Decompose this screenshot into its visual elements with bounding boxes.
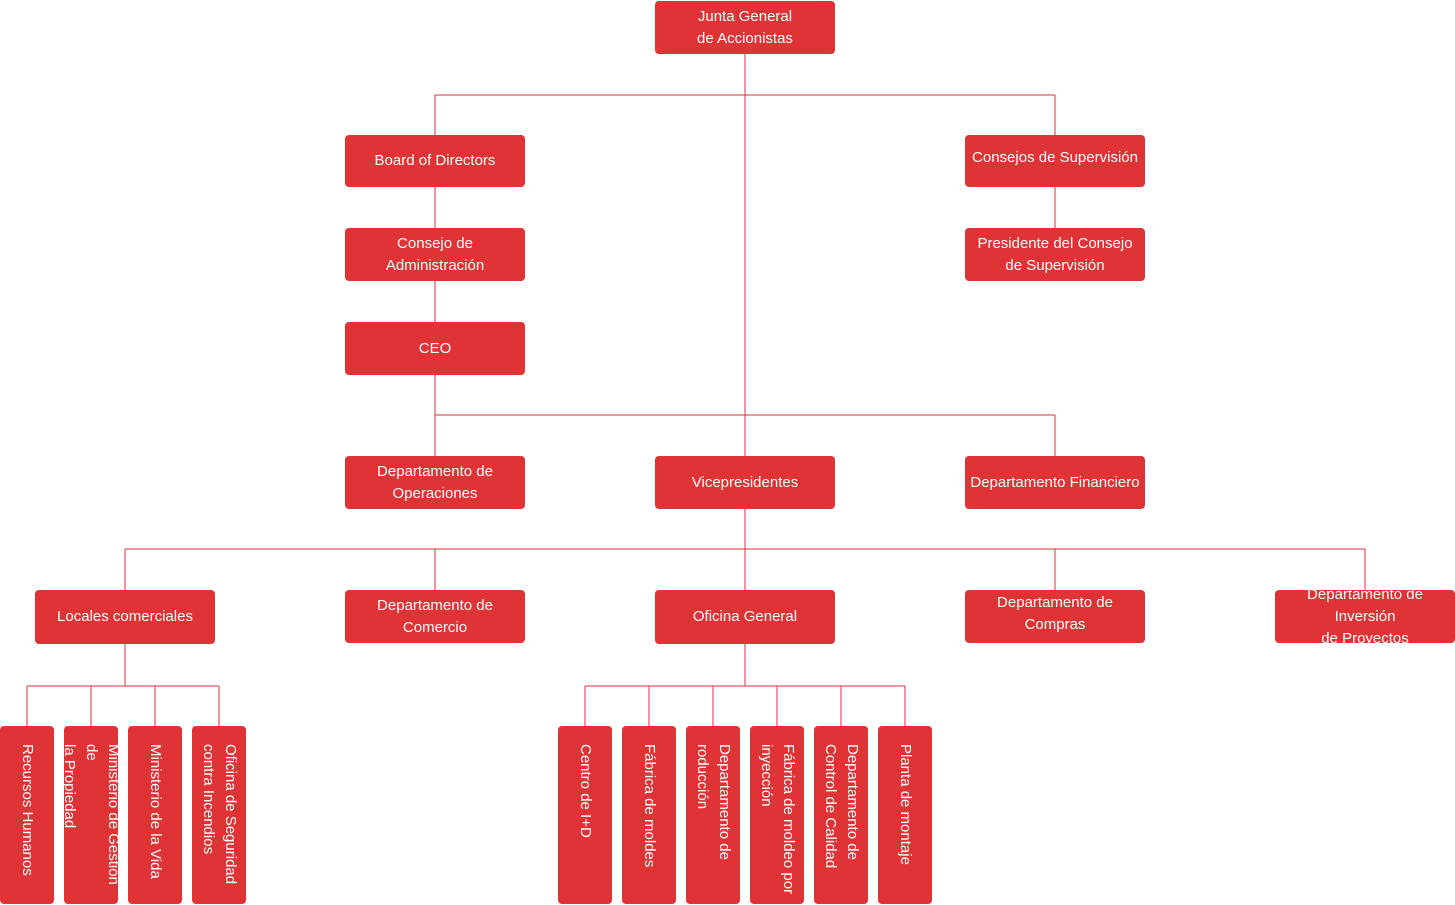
node-ministerio-gestion-propiedad: Ministerio de Gestión de la Propiedad <box>61 726 122 904</box>
node-label: Ministerio de Gestión de la Propiedad <box>61 744 122 885</box>
node-oficina-seguridad-incendios: Oficina de Seguridad contra Incendios <box>192 726 246 904</box>
node-consejo-administracion: Consejo de Administración <box>345 228 525 281</box>
node-label: Departamento Financiero <box>970 473 1140 491</box>
node-label: Consejo de Administración <box>385 234 485 274</box>
node-label: Recursos Humanos <box>19 744 36 876</box>
node-vicepresidentes: Vicepresidentes <box>655 456 835 509</box>
node-label: Board of Directors <box>374 152 496 169</box>
node-departamento-control-calidad: Departamento de Control de Calidad <box>814 726 868 904</box>
node-departamento-inversion: Departamento de Inversión de Proyectos <box>1275 586 1455 647</box>
node-presidente-consejo-supervision: Presidente del Consejo de Supervisión <box>965 228 1145 281</box>
node-label: Oficina de Seguridad contra Incendios <box>200 744 239 885</box>
node-departamento-operaciones: Departamento de Operaciones <box>345 456 525 509</box>
node-planta-montaje: Planta de montaje <box>878 726 932 904</box>
node-departamento-comercio: Departamento de Comercio <box>345 590 525 643</box>
node-centro-id: Centro de I+D <box>558 726 612 904</box>
node-label: Departamento de Compras <box>997 593 1113 633</box>
node-label: Departamento de roducción <box>694 744 733 860</box>
node-label: Departamento de Comercio <box>377 596 493 636</box>
node-fabrica-moldeo-inyeccion: Fábrica de moldeo por inyección <box>750 726 804 904</box>
node-label: Departamento de Control de Calidad <box>822 744 861 869</box>
node-label: Planta de montaje <box>897 744 914 865</box>
node-label: Departamento de Operaciones <box>377 462 493 502</box>
node-ministerio-vida: Ministerio de la Vida <box>128 726 182 904</box>
node-oficina-general: Oficina General <box>655 590 835 644</box>
node-departamento-produccion: Departamento de roducción <box>686 726 740 904</box>
node-label: Departamento de Inversión de Proyectos <box>1307 585 1423 647</box>
node-label: Centro de I+D <box>577 744 594 838</box>
node-junta-general: Junta General de Accionistas <box>655 1 835 54</box>
node-recursos-humanos: Recursos Humanos <box>0 726 54 904</box>
node-departamento-financiero: Departamento Financiero <box>965 456 1145 509</box>
node-departamento-compras: Departamento de Compras <box>965 590 1145 643</box>
node-label: Fábrica de moldes <box>641 744 658 868</box>
node-board-of-directors: Board of Directors <box>345 135 525 187</box>
node-label: Ministerio de la Vida <box>147 744 164 879</box>
node-locales-comerciales: Locales comerciales <box>35 590 215 644</box>
node-fabrica-moldes: Fábrica de moldes <box>622 726 676 904</box>
node-label: Consejos de Supervisión <box>972 149 1138 166</box>
node-label: Locales comerciales <box>57 608 193 625</box>
node-label: Presidente del Consejo de Supervisión <box>977 234 1133 274</box>
node-label: Junta General de Accionistas <box>697 7 793 47</box>
node-label: Vicepresidentes <box>691 473 799 491</box>
node-ceo: CEO <box>345 322 525 375</box>
node-label: CEO <box>418 339 452 357</box>
node-label: Fábrica de moldeo por inyección <box>758 744 797 895</box>
node-label: Oficina General <box>692 608 798 625</box>
node-consejos-supervision: Consejos de Supervisión <box>965 135 1145 187</box>
